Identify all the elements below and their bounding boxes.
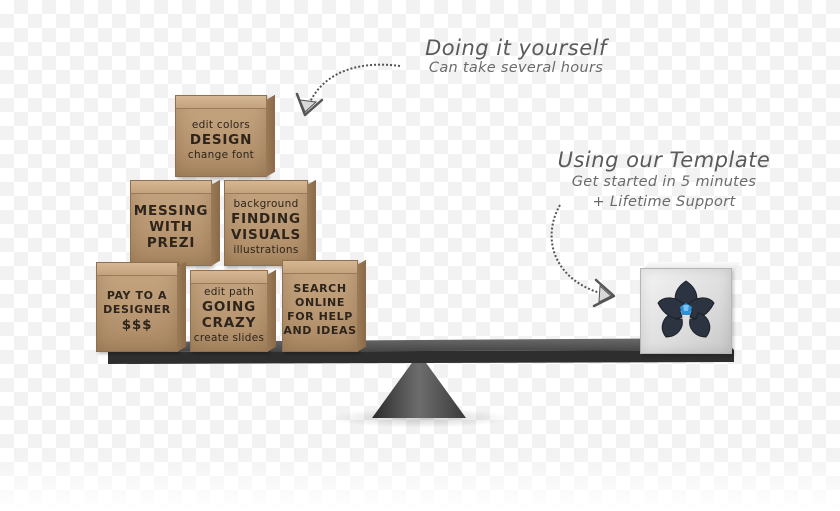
fulcrum bbox=[372, 360, 466, 418]
left-caption-heading: Doing it yourself bbox=[425, 36, 607, 60]
box-visuals-l1: FINDING bbox=[231, 211, 301, 227]
template-cube bbox=[640, 268, 732, 354]
box-messing-l1: MESSING bbox=[133, 203, 209, 219]
box-messing-l3: PREZI bbox=[146, 235, 196, 251]
box-messing-with-prezi: MESSING WITH PREZI bbox=[130, 180, 212, 266]
template-logo-icon bbox=[657, 280, 715, 338]
left-caption-subheading: Can take several hours bbox=[428, 60, 604, 76]
left-caption: Doing it yourself Can take several hours bbox=[396, 36, 636, 76]
box-finding-visuals: background FINDING VISUALS illustrations bbox=[224, 180, 308, 266]
box-design-bottom: change font bbox=[187, 149, 255, 161]
plank-front bbox=[108, 350, 734, 364]
curved-arrow-icon bbox=[295, 63, 401, 117]
box-crazy-l1: GOING bbox=[202, 299, 256, 315]
box-visuals-top: background bbox=[233, 198, 299, 210]
right-caption-line2: + Lifetime Support bbox=[592, 194, 736, 210]
box-designer-l1: PAY TO A bbox=[106, 289, 168, 302]
box-visuals-l2: VISUALS bbox=[230, 227, 302, 243]
box-messing-l2: WITH bbox=[149, 219, 193, 235]
right-caption-heading: Using our Template bbox=[557, 148, 771, 172]
box-designer-l3: $$$ bbox=[121, 317, 153, 333]
box-pay-designer: PAY TO A DESIGNER $$$ bbox=[96, 262, 178, 352]
box-design-main: DESIGN bbox=[189, 132, 253, 148]
box-search-l3: FOR HELP bbox=[287, 310, 353, 323]
box-going-crazy: edit path GOING CRAZY create slides bbox=[190, 270, 268, 352]
box-designer-l2: DESIGNER bbox=[103, 303, 171, 316]
bottom-fade bbox=[0, 451, 840, 511]
box-crazy-l2: CRAZY bbox=[201, 315, 257, 331]
right-caption: Using our Template Get started in 5 minu… bbox=[535, 148, 793, 212]
box-design-top: edit colors bbox=[191, 119, 251, 131]
right-caption-line1: Get started in 5 minutes bbox=[571, 174, 757, 190]
box-crazy-bottom: create slides bbox=[193, 332, 265, 344]
box-search-l1: SEARCH bbox=[293, 282, 347, 295]
box-search-l2: ONLINE bbox=[295, 296, 345, 309]
box-design: edit colors DESIGN change font bbox=[175, 95, 267, 177]
box-search-l4: AND IDEAS bbox=[283, 324, 357, 337]
box-crazy-top: edit path bbox=[203, 286, 255, 298]
box-visuals-bottom: illustrations bbox=[233, 244, 299, 256]
box-search-online: SEARCH ONLINE FOR HELP AND IDEAS bbox=[282, 260, 358, 352]
curved-arrow-icon bbox=[550, 204, 616, 308]
